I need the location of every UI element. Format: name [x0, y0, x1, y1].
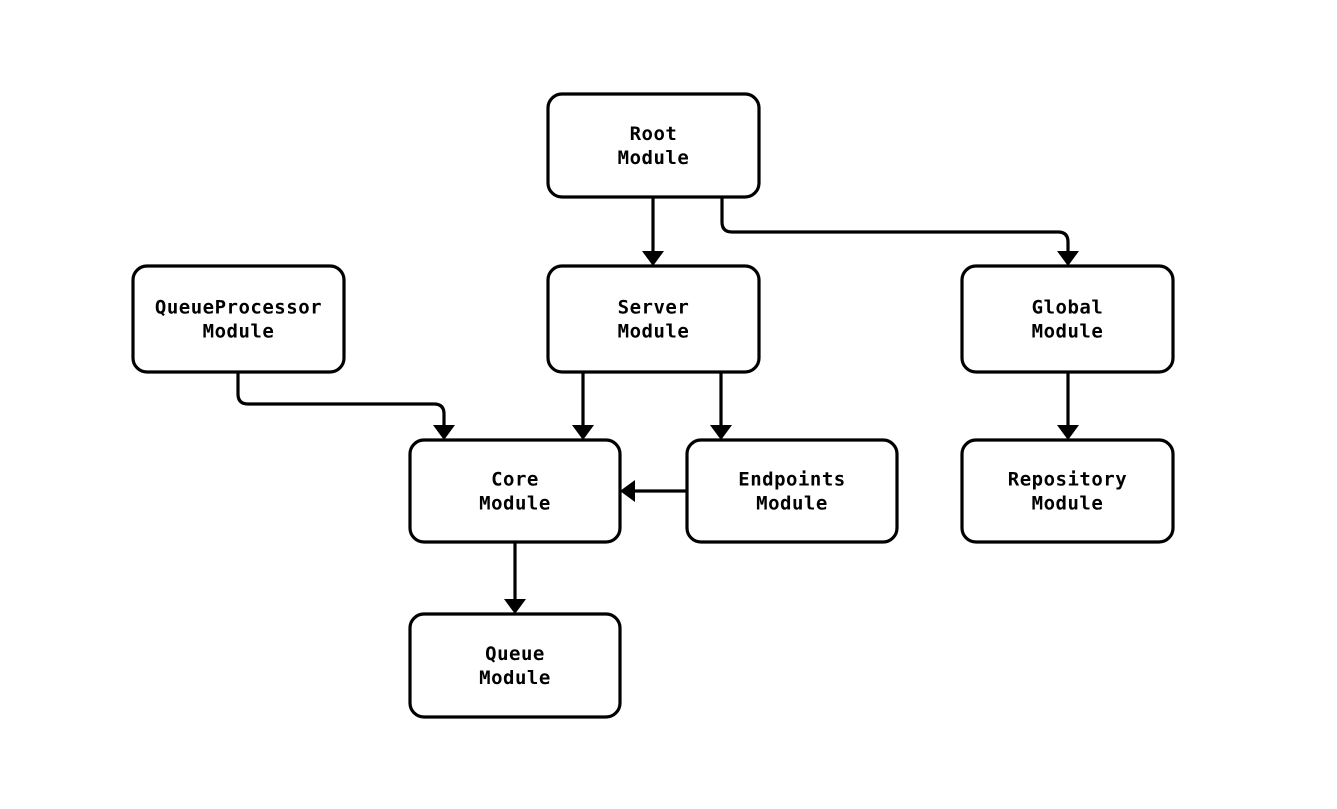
arrow-head-icon	[620, 480, 635, 502]
arrow-head-icon	[572, 425, 594, 440]
node-label-line2: Module	[479, 493, 551, 515]
node-box[interactable]	[960, 264, 1175, 374]
node-label-line1: Endpoints	[738, 469, 845, 491]
edge-server-to-core	[572, 372, 594, 440]
edge-root-to-global	[720, 197, 1079, 266]
node-box[interactable]	[546, 264, 761, 374]
node-label-line1: Repository	[1008, 469, 1127, 491]
arrow-head-icon	[1057, 251, 1079, 266]
arrow-head-icon	[433, 425, 455, 440]
node-label-line1: Queue	[485, 643, 545, 665]
node-box[interactable]	[408, 438, 622, 544]
arrow-head-icon	[504, 599, 526, 614]
edge-global-to-repository	[1057, 372, 1079, 440]
node-box[interactable]	[685, 438, 899, 544]
nodes-layer: RootModuleQueueProcessorModuleServerModu…	[131, 92, 1175, 719]
node-label-line2: Module	[618, 147, 690, 169]
arrow-head-icon	[1057, 425, 1079, 440]
arrow-head-icon	[642, 251, 664, 266]
node-label-line2: Module	[1032, 493, 1104, 515]
edges-layer	[236, 197, 1079, 614]
edge-core-to-queue	[504, 542, 526, 614]
node-box[interactable]	[960, 438, 1175, 544]
node-box[interactable]	[131, 264, 346, 374]
edge-server-to-endpoints	[710, 372, 732, 440]
node-label-line2: Module	[618, 321, 690, 343]
arrow-head-icon	[710, 425, 732, 440]
node-label-line2: Module	[479, 667, 551, 689]
node-label-line2: Module	[756, 493, 828, 515]
edge-endpoints-to-core	[620, 480, 687, 502]
node-label-line1: Root	[630, 123, 678, 145]
node-label-line1: Core	[491, 469, 539, 491]
edge-root-to-server	[642, 197, 664, 266]
edge-line	[236, 372, 446, 426]
edge-queueprocessor-to-core	[236, 372, 455, 440]
node-box[interactable]	[408, 612, 622, 719]
node-label-line2: Module	[1032, 321, 1104, 343]
node-label-line1: Server	[618, 297, 690, 319]
node-label-line1: Global	[1032, 297, 1104, 319]
edge-line	[720, 197, 1070, 252]
node-label-line2: Module	[203, 321, 275, 343]
node-label-line1: QueueProcessor	[155, 297, 322, 319]
node-box[interactable]	[546, 92, 761, 199]
